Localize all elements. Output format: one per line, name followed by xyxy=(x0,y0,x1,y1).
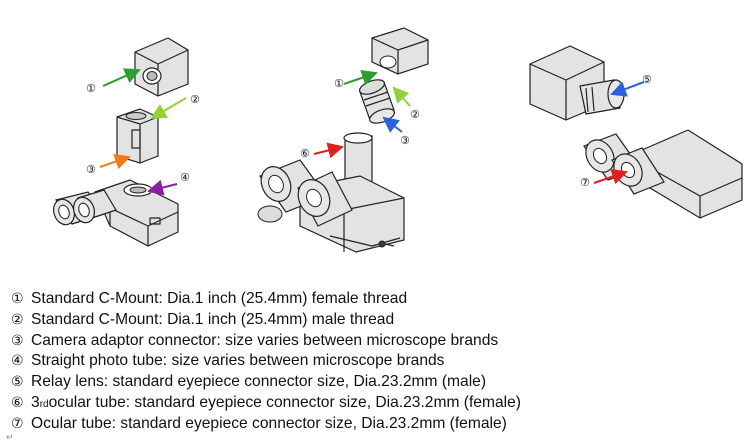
callout-1a: ① xyxy=(86,82,96,95)
camera-c xyxy=(529,45,625,121)
microscope-body-b xyxy=(257,132,405,253)
legend-number: ② xyxy=(11,311,24,328)
callout-2a: ② xyxy=(190,93,200,106)
legend-number: ⑦ xyxy=(11,415,24,432)
legend-number: ⑤ xyxy=(11,374,24,391)
legend-item: ① Standard C-Mount: Dia.1 inch (25.4mm) … xyxy=(11,289,741,310)
legend-number: ① xyxy=(11,291,24,307)
legend-item: ⑤ Relay lens: standard eyepiece connecto… xyxy=(11,372,741,393)
legend-item: ② Standard C-Mount: Dia.1 inch (25.4mm) … xyxy=(11,310,741,331)
callout-5c: ⑤ xyxy=(642,73,652,86)
callout-1b: ① xyxy=(334,77,344,90)
legend-text: Ocular tube: standard eyepiece connector… xyxy=(31,414,507,432)
arrow-4a xyxy=(147,179,178,196)
legend-item: ④ Straight photo tube: size varies betwe… xyxy=(11,351,741,372)
relay-lens-b xyxy=(359,79,395,124)
arrow-7c xyxy=(593,168,628,185)
callout-6b: ⑥ xyxy=(300,147,310,160)
camera-a xyxy=(134,37,189,97)
arrow-3a xyxy=(99,154,131,170)
legend-text: Straight photo tube: size varies between… xyxy=(31,352,445,370)
legend-number: ⑥ xyxy=(11,394,24,411)
arrow-3b xyxy=(382,116,403,133)
legend-item: ⑦ Ocular tube: standard eyepiece connect… xyxy=(11,414,741,435)
legend-text: Standard C-Mount: Dia.1 inch (25.4mm) ma… xyxy=(31,310,395,328)
callout-2b: ② xyxy=(410,108,420,121)
legend-text: Camera adaptor connector: size varies be… xyxy=(31,331,499,349)
binocular-head-c xyxy=(583,129,743,219)
callout-4a: ④ xyxy=(180,171,190,184)
legend-number: ④ xyxy=(11,353,24,370)
legend-text: Relay lens: standard eyepiece connector … xyxy=(31,373,487,391)
callout-3b: ③ xyxy=(400,134,410,147)
arrow-2b xyxy=(392,86,411,107)
arrow-1b xyxy=(343,69,378,86)
legend-text-prefix: 3 xyxy=(31,393,40,411)
paragraph-mark: ↵ xyxy=(6,432,14,442)
legend-text: ocular tube: standard eyepiece connector… xyxy=(48,393,521,411)
legend: ① Standard C-Mount: Dia.1 inch (25.4mm) … xyxy=(11,289,741,435)
arrow-2a xyxy=(150,97,187,120)
camera-b xyxy=(371,27,429,75)
legend-item: ③ Camera adaptor connector: size varies … xyxy=(11,331,741,352)
microscope-diagram: ① ② ③ ④ ① ② ③ ⑥ xyxy=(53,27,743,253)
legend-number: ③ xyxy=(11,332,24,349)
diagram-svg: ① ② ③ ④ ① ② ③ ⑥ xyxy=(53,27,743,253)
callout-7c: ⑦ xyxy=(580,176,590,189)
callout-3a: ③ xyxy=(86,163,96,176)
legend-text: Standard C-Mount: Dia.1 inch (25.4mm) fe… xyxy=(31,290,408,307)
trinocular-head-a xyxy=(53,179,179,247)
arrow-6b xyxy=(313,142,344,159)
arrow-1a xyxy=(102,68,141,87)
arrow-5c xyxy=(610,81,645,97)
